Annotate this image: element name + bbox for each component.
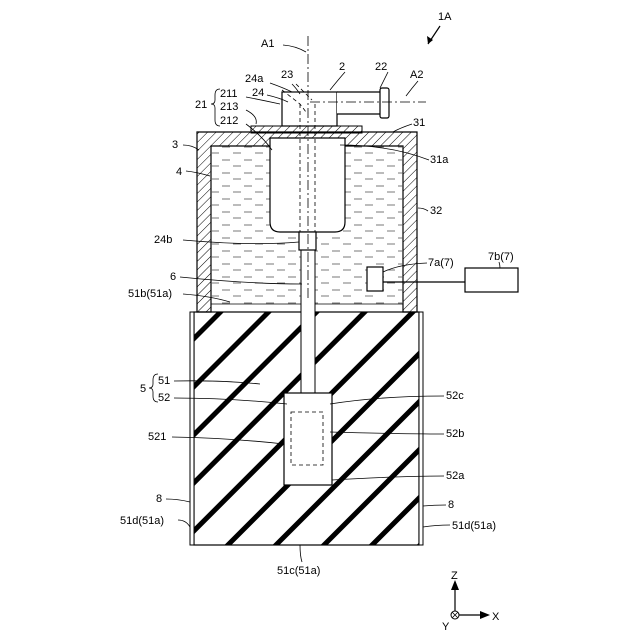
label-axis-x: X: [492, 611, 500, 623]
cover-8-left: [190, 312, 194, 545]
label-213: 213: [220, 101, 238, 113]
vessel-212: [270, 138, 345, 232]
probe-7a: [367, 267, 383, 291]
figure-ref-arrow: [427, 26, 440, 44]
label-52a: 52a: [446, 470, 465, 482]
label-figure-ref: 1A: [438, 11, 452, 23]
label-21: 21: [195, 99, 207, 111]
label-3: 3: [172, 139, 178, 151]
label-31: 31: [413, 117, 425, 129]
label-5: 5: [140, 383, 146, 395]
label-axis-a1: A1: [261, 38, 274, 50]
label-51d-right: 51d(51a): [452, 520, 496, 532]
label-52c: 52c: [446, 390, 464, 402]
label-6: 6: [170, 271, 176, 283]
flange-213: [251, 126, 362, 133]
pipe-end-22: [380, 88, 389, 118]
label-521: 521: [148, 431, 166, 443]
label-32: 32: [430, 205, 442, 217]
label-51: 51: [158, 375, 170, 387]
label-51d-left: 51d(51a): [120, 515, 164, 527]
label-4: 4: [176, 166, 182, 178]
brace-21: [211, 89, 220, 126]
label-7a: 7a(7): [428, 257, 454, 269]
label-212: 212: [220, 115, 238, 127]
label-24b: 24b: [154, 234, 172, 246]
label-51c: 51c(51a): [277, 565, 320, 577]
coordinate-triad: [451, 580, 490, 619]
label-8-right: 8: [448, 499, 454, 511]
label-52b: 52b: [446, 428, 464, 440]
label-211: 211: [220, 88, 238, 100]
pipe-22: [337, 92, 384, 114]
label-52: 52: [158, 392, 170, 404]
body-211: [282, 92, 337, 126]
label-23: 23: [281, 69, 293, 81]
label-24: 24: [252, 87, 264, 99]
label-24a: 24a: [245, 73, 264, 85]
label-22: 22: [375, 61, 387, 73]
label-31a: 31a: [430, 154, 449, 166]
label-2: 2: [339, 61, 345, 73]
label-51b: 51b(51a): [128, 288, 172, 300]
label-axis-a2: A2: [410, 69, 423, 81]
connector-24b: [299, 232, 316, 250]
brace-5: [149, 374, 158, 402]
cover-8-right: [419, 312, 423, 545]
controller-7b: [465, 268, 518, 292]
label-axis-y: Y: [442, 621, 450, 633]
label-8-left: 8: [156, 493, 162, 505]
label-axis-z: Z: [451, 570, 458, 582]
label-7b: 7b(7): [488, 251, 514, 263]
